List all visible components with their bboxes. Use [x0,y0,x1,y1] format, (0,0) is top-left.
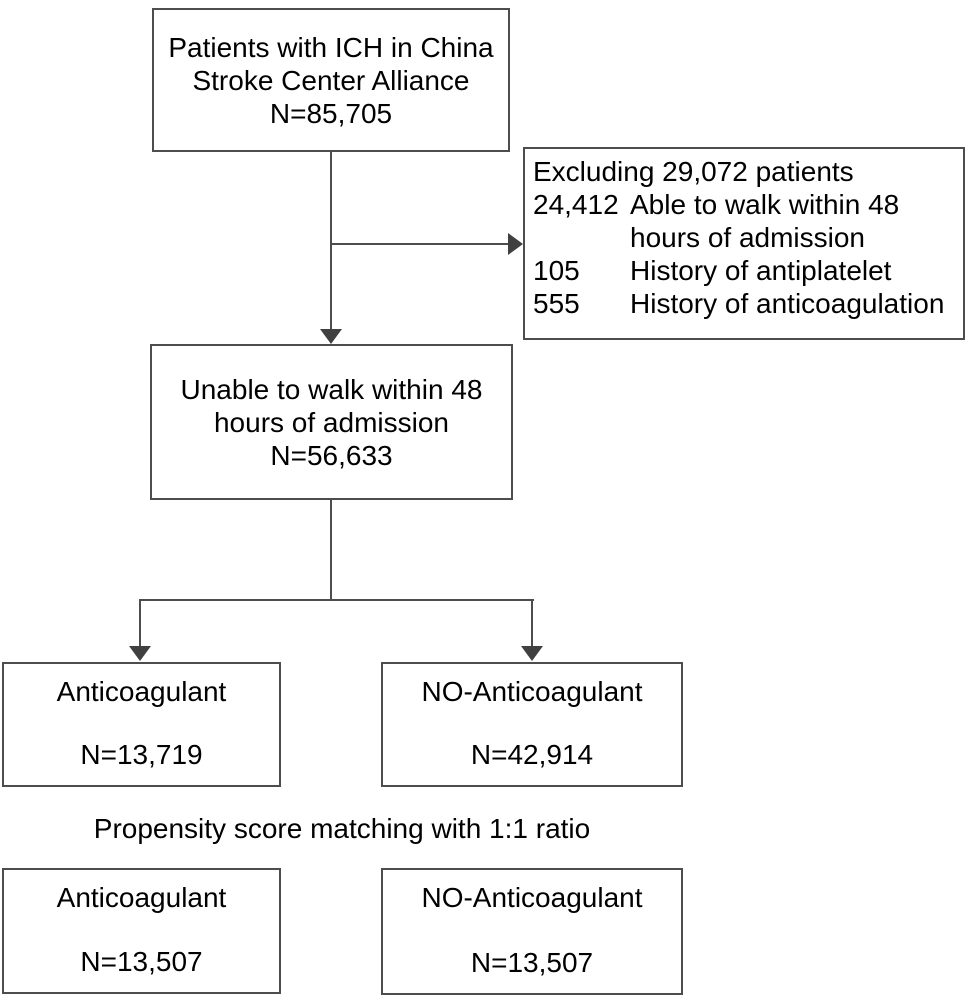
box-line: Stroke Center Alliance [192,64,470,96]
exclusion-count: 24,412 [533,189,619,220]
exclusion-count: 555 [533,288,580,319]
exclusion-row: 105 History of antiplatelet [533,254,961,287]
arrowhead-down-icon [521,646,543,661]
box-line: N=56,633 [270,439,393,471]
connector-split-vertical [330,500,332,601]
exclusion-reason: History of antiplatelet [630,255,892,286]
box-line: N=85,705 [269,97,393,129]
group-label: NO-Anticoagulant [421,882,643,913]
box-line: hours of admission [213,406,449,438]
group-label: Anticoagulant [56,676,227,707]
box-anticoagulant-prematch: Anticoagulant N=13,719 [2,662,281,787]
connector-top-vertical [330,152,332,330]
box-no-anticoagulant-postmatch: NO-Anticoagulant N=13,507 [381,868,683,995]
exclusion-header: Excluding 29,072 patients [533,156,854,187]
exclusion-count: 105 [533,255,580,286]
box-unable-walk: Unable to walk within 48 hours of admiss… [150,344,513,500]
matching-label: Propensity score matching with 1:1 ratio [93,813,591,844]
box-line: Patients with ICH in China [168,31,494,63]
connector-exclusion-horizontal [330,243,508,245]
group-n: N=13,719 [80,739,203,770]
box-no-anticoagulant-prematch: NO-Anticoagulant N=42,914 [381,662,683,787]
arrowhead-down-icon [320,329,342,344]
connector-left-drop [139,601,141,647]
group-label: Anticoagulant [56,882,227,913]
box-anticoagulant-postmatch: Anticoagulant N=13,507 [2,868,281,994]
box-exclusions: Excluding 29,072 patients 24,412 Able to… [523,147,965,340]
exclusion-row: 555 History of anticoagulation [533,287,961,320]
connector-right-drop [531,601,533,647]
exclusion-reason: Able to walk within 48 hours of admissio… [630,189,900,253]
group-n: N=13,507 [470,947,594,978]
exclusion-reason: History of anticoagulation [630,288,945,319]
group-n: N=13,507 [80,946,203,977]
group-label: NO-Anticoagulant [421,676,643,707]
box-patients-total: Patients with ICH in China Stroke Center… [152,8,510,152]
connector-split-horizontal [139,599,534,601]
exclusion-row: 24,412 Able to walk within 48 hours of a… [533,188,961,254]
arrowhead-down-icon [129,646,151,661]
exclusion-content: Excluding 29,072 patients 24,412 Able to… [525,149,963,320]
arrowhead-right-icon [508,233,523,255]
box-line: Unable to walk within 48 [180,373,483,405]
group-n: N=42,914 [470,739,594,770]
